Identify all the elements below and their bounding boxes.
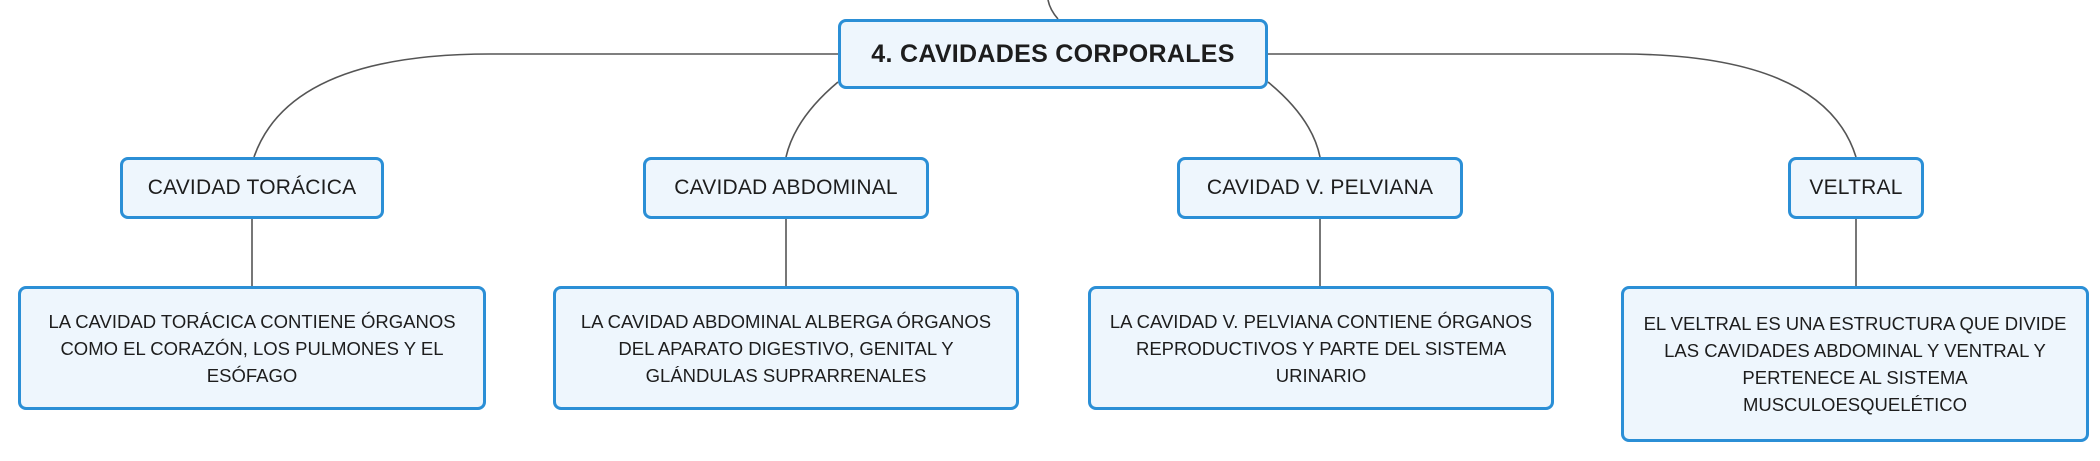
central-topic-label: 4. CAVIDADES CORPORALES (871, 39, 1235, 68)
topic-cavidad-toracica[interactable]: CAVIDAD TORÁCICA (120, 157, 384, 219)
topic-label: CAVIDAD ABDOMINAL (674, 176, 898, 199)
connector-root-to-cavidad-v-pelviana (1267, 81, 1321, 158)
subtopic-text: LA CAVIDAD TORÁCICA CONTIENE ÓRGANOS COM… (48, 310, 456, 386)
subtopic-text: EL VELTRAL ES UNA ESTRUCTURA QUE DIVIDE … (1643, 313, 2067, 415)
subtopic-veltral-description[interactable]: EL VELTRAL ES UNA ESTRUCTURA QUE DIVIDE … (1621, 286, 2089, 442)
topic-cavidad-v-pelviana[interactable]: CAVIDAD V. PELVIANA (1177, 157, 1463, 219)
connector-root-to-cavidad-toracica (253, 53, 838, 158)
subtopic-cavidad-abdominal-description[interactable]: LA CAVIDAD ABDOMINAL ALBERGA ÓRGANOS DEL… (553, 286, 1019, 410)
topic-cavidad-abdominal[interactable]: CAVIDAD ABDOMINAL (643, 157, 929, 219)
topic-veltral[interactable]: VELTRAL (1788, 157, 1924, 219)
subtopic-text: LA CAVIDAD ABDOMINAL ALBERGA ÓRGANOS DEL… (580, 310, 992, 386)
subtopic-cavidad-toracica-description[interactable]: LA CAVIDAD TORÁCICA CONTIENE ÓRGANOS COM… (18, 286, 486, 410)
connector-root-to-veltral (1268, 53, 1857, 158)
connector-root-to-cavidad-abdominal (785, 81, 839, 158)
topic-label: CAVIDAD V. PELVIANA (1206, 176, 1434, 199)
central-topic-node[interactable]: 4. CAVIDADES CORPORALES (838, 19, 1268, 89)
subtopic-text: LA CAVIDAD V. PELVIANA CONTIENE ÓRGANOS … (1109, 310, 1533, 386)
connector-to-parent (1047, 0, 1059, 20)
topic-label: CAVIDAD TORÁCICA (147, 176, 357, 199)
subtopic-cavidad-v-pelviana-description[interactable]: LA CAVIDAD V. PELVIANA CONTIENE ÓRGANOS … (1088, 286, 1554, 410)
topic-label: VELTRAL (1809, 176, 1903, 199)
